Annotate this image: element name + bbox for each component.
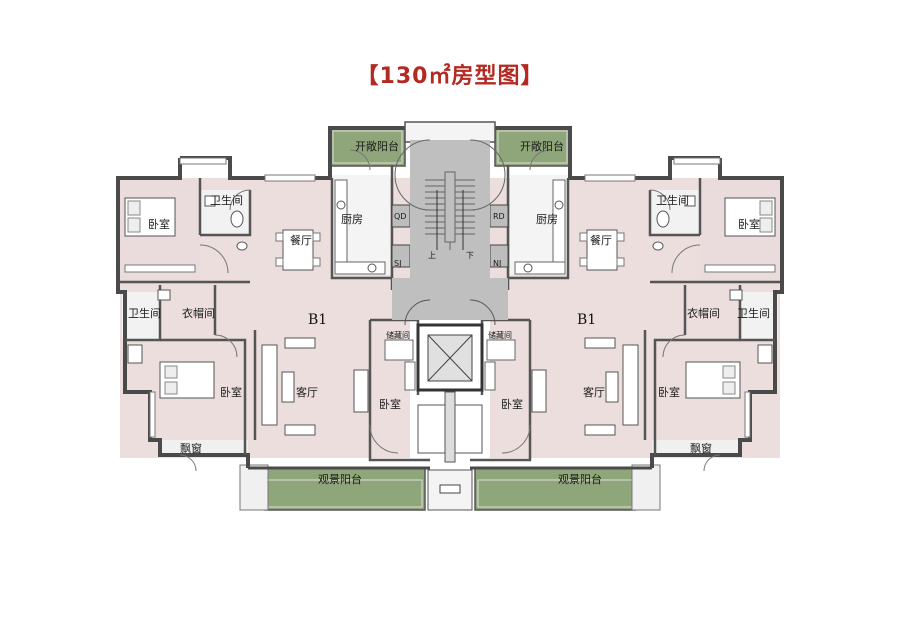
unit-left-tag: B1	[308, 312, 327, 328]
bathroom-se-label: 卫生间	[737, 306, 770, 320]
shaft-qd-label: QD	[394, 212, 406, 221]
shaft-sj-label: SJ	[394, 259, 401, 268]
dining-left-label: 餐厅	[290, 233, 312, 247]
open-balcony-right-label: 开敞阳台	[520, 139, 564, 153]
kitchen-right-label: 厨房	[536, 213, 558, 226]
open-balcony-left-label: 开敞阳台	[355, 139, 399, 153]
bedroom-se-label: 卧室	[658, 385, 680, 399]
storage-right-label: 储藏间	[488, 330, 512, 340]
bay-window-left-label: 飘窗	[180, 441, 202, 455]
stair-up-label: 上	[428, 251, 436, 260]
unit-right-tag: B1	[577, 312, 596, 328]
stair-down-label: 下	[466, 251, 474, 260]
view-balcony-left-label: 观景阳台	[318, 472, 362, 486]
storage-left-label: 储藏间	[386, 330, 410, 340]
shaft-rd-label: RD	[493, 212, 505, 221]
plan-title: 【130㎡房型图】	[356, 64, 544, 89]
shaft-nj-label: NJ	[493, 259, 501, 268]
bay-window-right-label: 飘窗	[690, 441, 712, 455]
living-left-label: 客厅	[296, 385, 318, 399]
living-right-label: 客厅	[583, 385, 605, 399]
view-balcony-right-label: 观景阳台	[558, 472, 602, 486]
core	[392, 121, 508, 511]
kitchen-left-label: 厨房	[341, 213, 363, 226]
bedroom-nw-label: 卧室	[148, 217, 170, 231]
bathroom-nw-label: 卫生间	[210, 193, 243, 207]
bedroom-sw-label: 卧室	[220, 385, 242, 399]
bedroom-s-right-label: 卧室	[501, 397, 523, 411]
cloakroom-right-label: 衣帽间	[687, 306, 720, 320]
bathroom-ne-label: 卫生间	[656, 193, 689, 207]
bathroom-sw-label: 卫生间	[128, 306, 161, 320]
bedroom-s-left-label: 卧室	[379, 397, 401, 411]
dining-right-label: 餐厅	[590, 233, 612, 247]
cloakroom-left-label: 衣帽间	[182, 306, 215, 320]
bedroom-ne-label: 卧室	[738, 217, 760, 231]
